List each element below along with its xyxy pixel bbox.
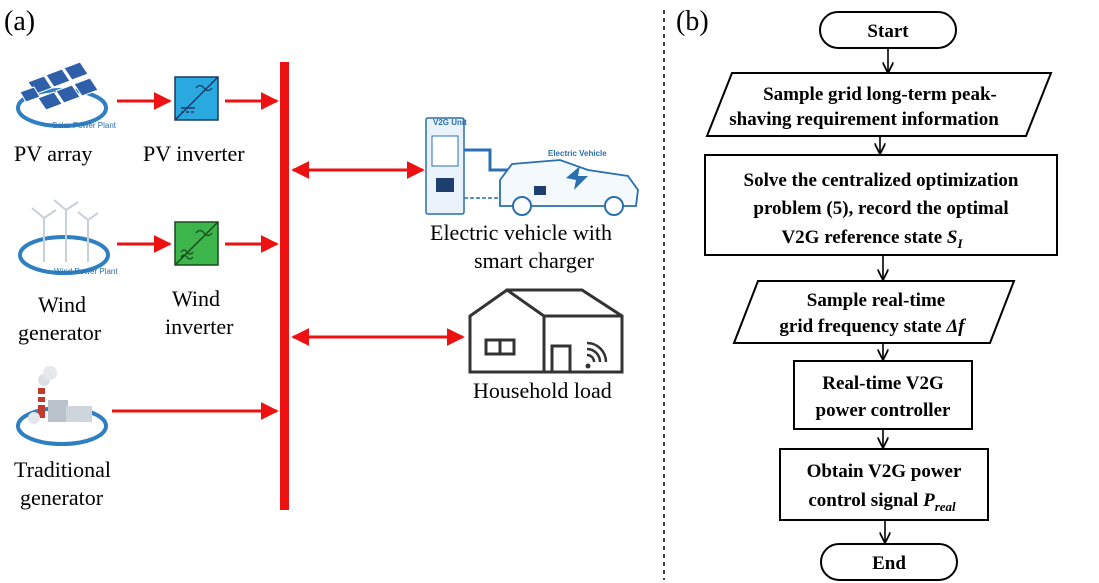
electric-vehicle-icon: V2G Unit Electric Vehicle: [425, 117, 639, 216]
end-label: End: [872, 553, 906, 574]
obtain-control-signal-process: [779, 448, 989, 521]
realtime-controller-process: [793, 360, 973, 430]
ev-title-label: Electric Vehicle: [548, 149, 607, 158]
wind-inverter-label-1: Wind: [172, 286, 220, 311]
step4-line1: Real-time V2G: [822, 373, 944, 394]
step1-line1: Sample grid long-term peak-: [763, 84, 997, 105]
end-terminal: [820, 543, 958, 581]
ev-label-2: smart charger: [474, 248, 595, 273]
sample-peak-shaving-io: [705, 72, 1053, 137]
pv-array-label: PV array: [14, 141, 92, 166]
dc-ac-inverter-icon: [174, 76, 219, 121]
step5-symbol: P: [922, 490, 935, 511]
step1-line2: shaving requirement information: [729, 109, 999, 130]
pv-inverter-label: PV inverter: [143, 141, 245, 166]
wind-inverter-label-2: inverter: [165, 314, 234, 339]
household-load-label: Household load: [473, 378, 612, 403]
start-label: Start: [867, 21, 909, 42]
panel-a-label: (a): [4, 6, 35, 37]
step5-subscript: real: [935, 499, 956, 514]
traditional-generator-label-1: Traditional: [14, 457, 111, 482]
step2-symbol: S: [947, 227, 958, 248]
centralized-optimization-process: [704, 154, 1058, 256]
wind-generator-label-1: Wind: [38, 292, 86, 317]
step2-line1: Solve the centralized optimization: [744, 170, 1019, 191]
ev-label-1: Electric vehicle with: [430, 220, 612, 245]
step4-line2: power controller: [816, 400, 951, 421]
solar-panel-icon: Solar Power Plant: [16, 61, 117, 130]
v2g-unit-label: V2G Unit: [433, 118, 467, 127]
sample-frequency-io: [732, 280, 1016, 344]
step2-line2: problem (5), record the optimal: [753, 198, 1008, 219]
ac-dc-ac-inverter-icon: [174, 221, 219, 266]
factory-icon: [16, 366, 108, 446]
step2-subscript: I: [957, 236, 964, 251]
step2-line3-text: V2G reference state: [781, 227, 942, 248]
wind-turbine-icon: Wind Power Plant: [18, 199, 118, 276]
step3-line2-text: grid frequency state: [779, 316, 941, 337]
power-bus: [280, 62, 289, 510]
wind-plant-caption: Wind Power Plant: [54, 267, 118, 276]
house-icon: [468, 288, 624, 374]
step3-line2: grid frequency state Δf: [779, 316, 966, 337]
step3-line1: Sample real-time: [807, 290, 945, 311]
traditional-generator-label-2: generator: [20, 485, 104, 510]
step5-line2: control signal Preal: [808, 490, 956, 514]
panel-b-label: (b): [676, 6, 709, 37]
solar-plant-caption: Solar Power Plant: [52, 121, 117, 130]
step5-line1: Obtain V2G power: [807, 461, 962, 482]
wind-generator-label-2: generator: [18, 320, 102, 345]
step5-line2-text: control signal: [808, 490, 918, 511]
step3-symbol: Δf: [945, 316, 966, 337]
step2-line3: V2G reference state SI: [781, 227, 963, 251]
